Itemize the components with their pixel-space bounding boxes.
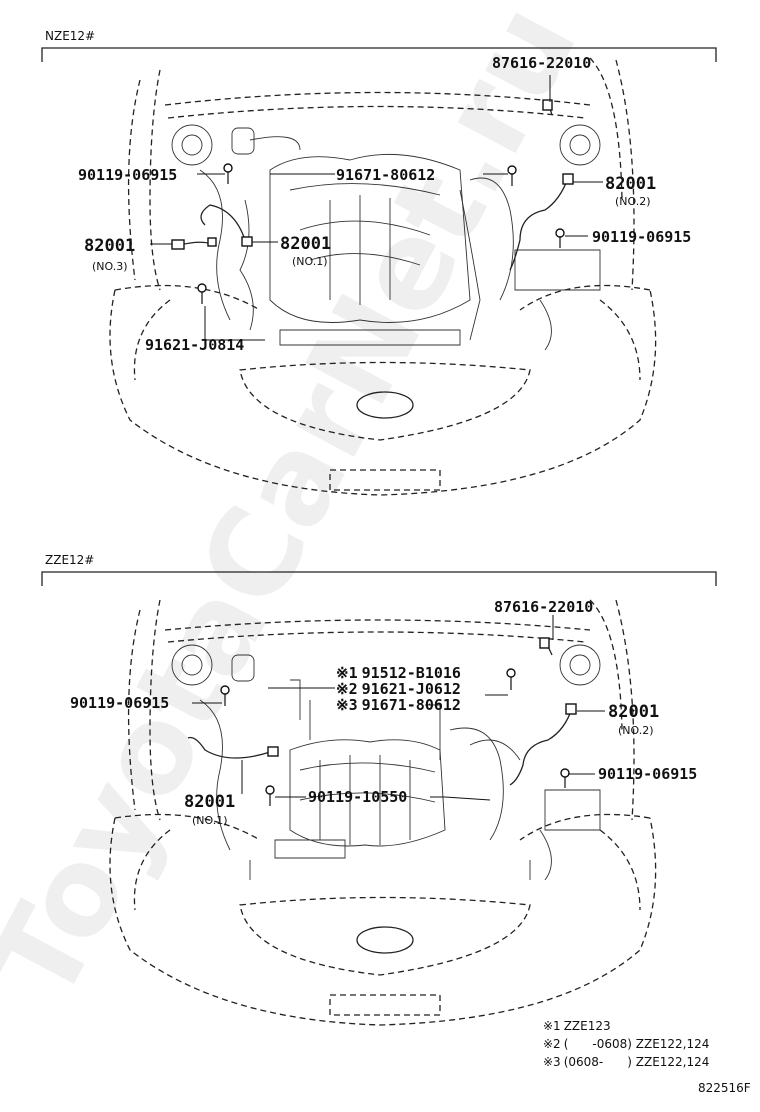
leader-lines-2 (192, 615, 605, 801)
svg-text:(NO.1): (NO.1) (192, 814, 228, 827)
section-model-label: NZE12# (45, 29, 95, 43)
callout-87616-22010: 87616-22010 (492, 54, 591, 72)
callout-82001-no3: 82001 (NO.3) (84, 236, 135, 273)
watermark: ToyotaCarNet.ru (0, 0, 604, 1024)
svg-text:(NO.2): (NO.2) (615, 195, 651, 208)
svg-text:91621-J0814: 91621-J0814 (145, 336, 244, 354)
section-nze12: NZE12# (41, 29, 717, 496)
engine-bay (171, 124, 601, 351)
svg-text:87616-22010: 87616-22010 (492, 54, 591, 72)
svg-text:82001: 82001 (280, 234, 331, 254)
svg-text:90119-10550: 90119-10550 (308, 788, 407, 806)
callout-87616-22010: 87616-22010 (494, 598, 593, 616)
car-outline (109, 57, 657, 496)
callout-90119-06915-right: 90119-06915 (598, 765, 697, 783)
figure-code: 822516F (698, 1081, 751, 1095)
svg-text:91671-80612: 91671-80612 (336, 166, 435, 184)
wiring-harness-2 (187, 637, 577, 806)
callout-90119-06915-left: 90119-06915 (70, 694, 169, 712)
svg-text:82001: 82001 (605, 174, 656, 194)
callout-91671-80612: 91671-80612 (336, 166, 435, 184)
svg-text:90119-06915: 90119-06915 (70, 694, 169, 712)
svg-text:(NO.3): (NO.3) (92, 260, 128, 273)
section-zze12: ZZE12# (41, 553, 717, 1026)
callout-82001-no2: 82001 (NO.2) (608, 702, 659, 737)
svg-text:82001: 82001 (184, 792, 235, 812)
svg-text:90119-06915: 90119-06915 (598, 765, 697, 783)
wiring-harness-1 (171, 99, 574, 304)
svg-text:82001: 82001 (84, 236, 135, 256)
section-bracket (41, 47, 717, 62)
callout-82001-no1: 82001 (NO.1) (280, 234, 331, 268)
svg-text:(NO.2): (NO.2) (618, 724, 654, 737)
svg-text:87616-22010: 87616-22010 (494, 598, 593, 616)
callout-82001-no2: 82001 (NO.2) (605, 174, 656, 208)
callout-90119-06915-left: 90119-06915 (78, 166, 177, 184)
leader-lines-1 (150, 75, 603, 341)
car-outline (109, 599, 657, 1026)
svg-text:※2( -0608) ZZE122,124: ※2( -0608) ZZE122,124 (543, 1037, 709, 1051)
callout-82001-no1: 82001 (NO.1) (184, 792, 235, 827)
svg-text:82001: 82001 (608, 702, 659, 722)
svg-text:※3(0608- ) ZZE122,124: ※3(0608- ) ZZE122,124 (543, 1055, 709, 1069)
svg-text:90119-06915: 90119-06915 (592, 228, 691, 246)
section-bracket (41, 571, 717, 586)
engine-bay (171, 644, 601, 881)
svg-text:(NO.1): (NO.1) (292, 255, 328, 268)
svg-text:90119-06915: 90119-06915 (78, 166, 177, 184)
section-model-label: ZZE12# (45, 553, 94, 567)
callout-91621-J0814: 91621-J0814 (145, 336, 244, 354)
callout-90119-06915-right: 90119-06915 (592, 228, 691, 246)
callout-90119-10550: 90119-10550 (308, 788, 407, 806)
